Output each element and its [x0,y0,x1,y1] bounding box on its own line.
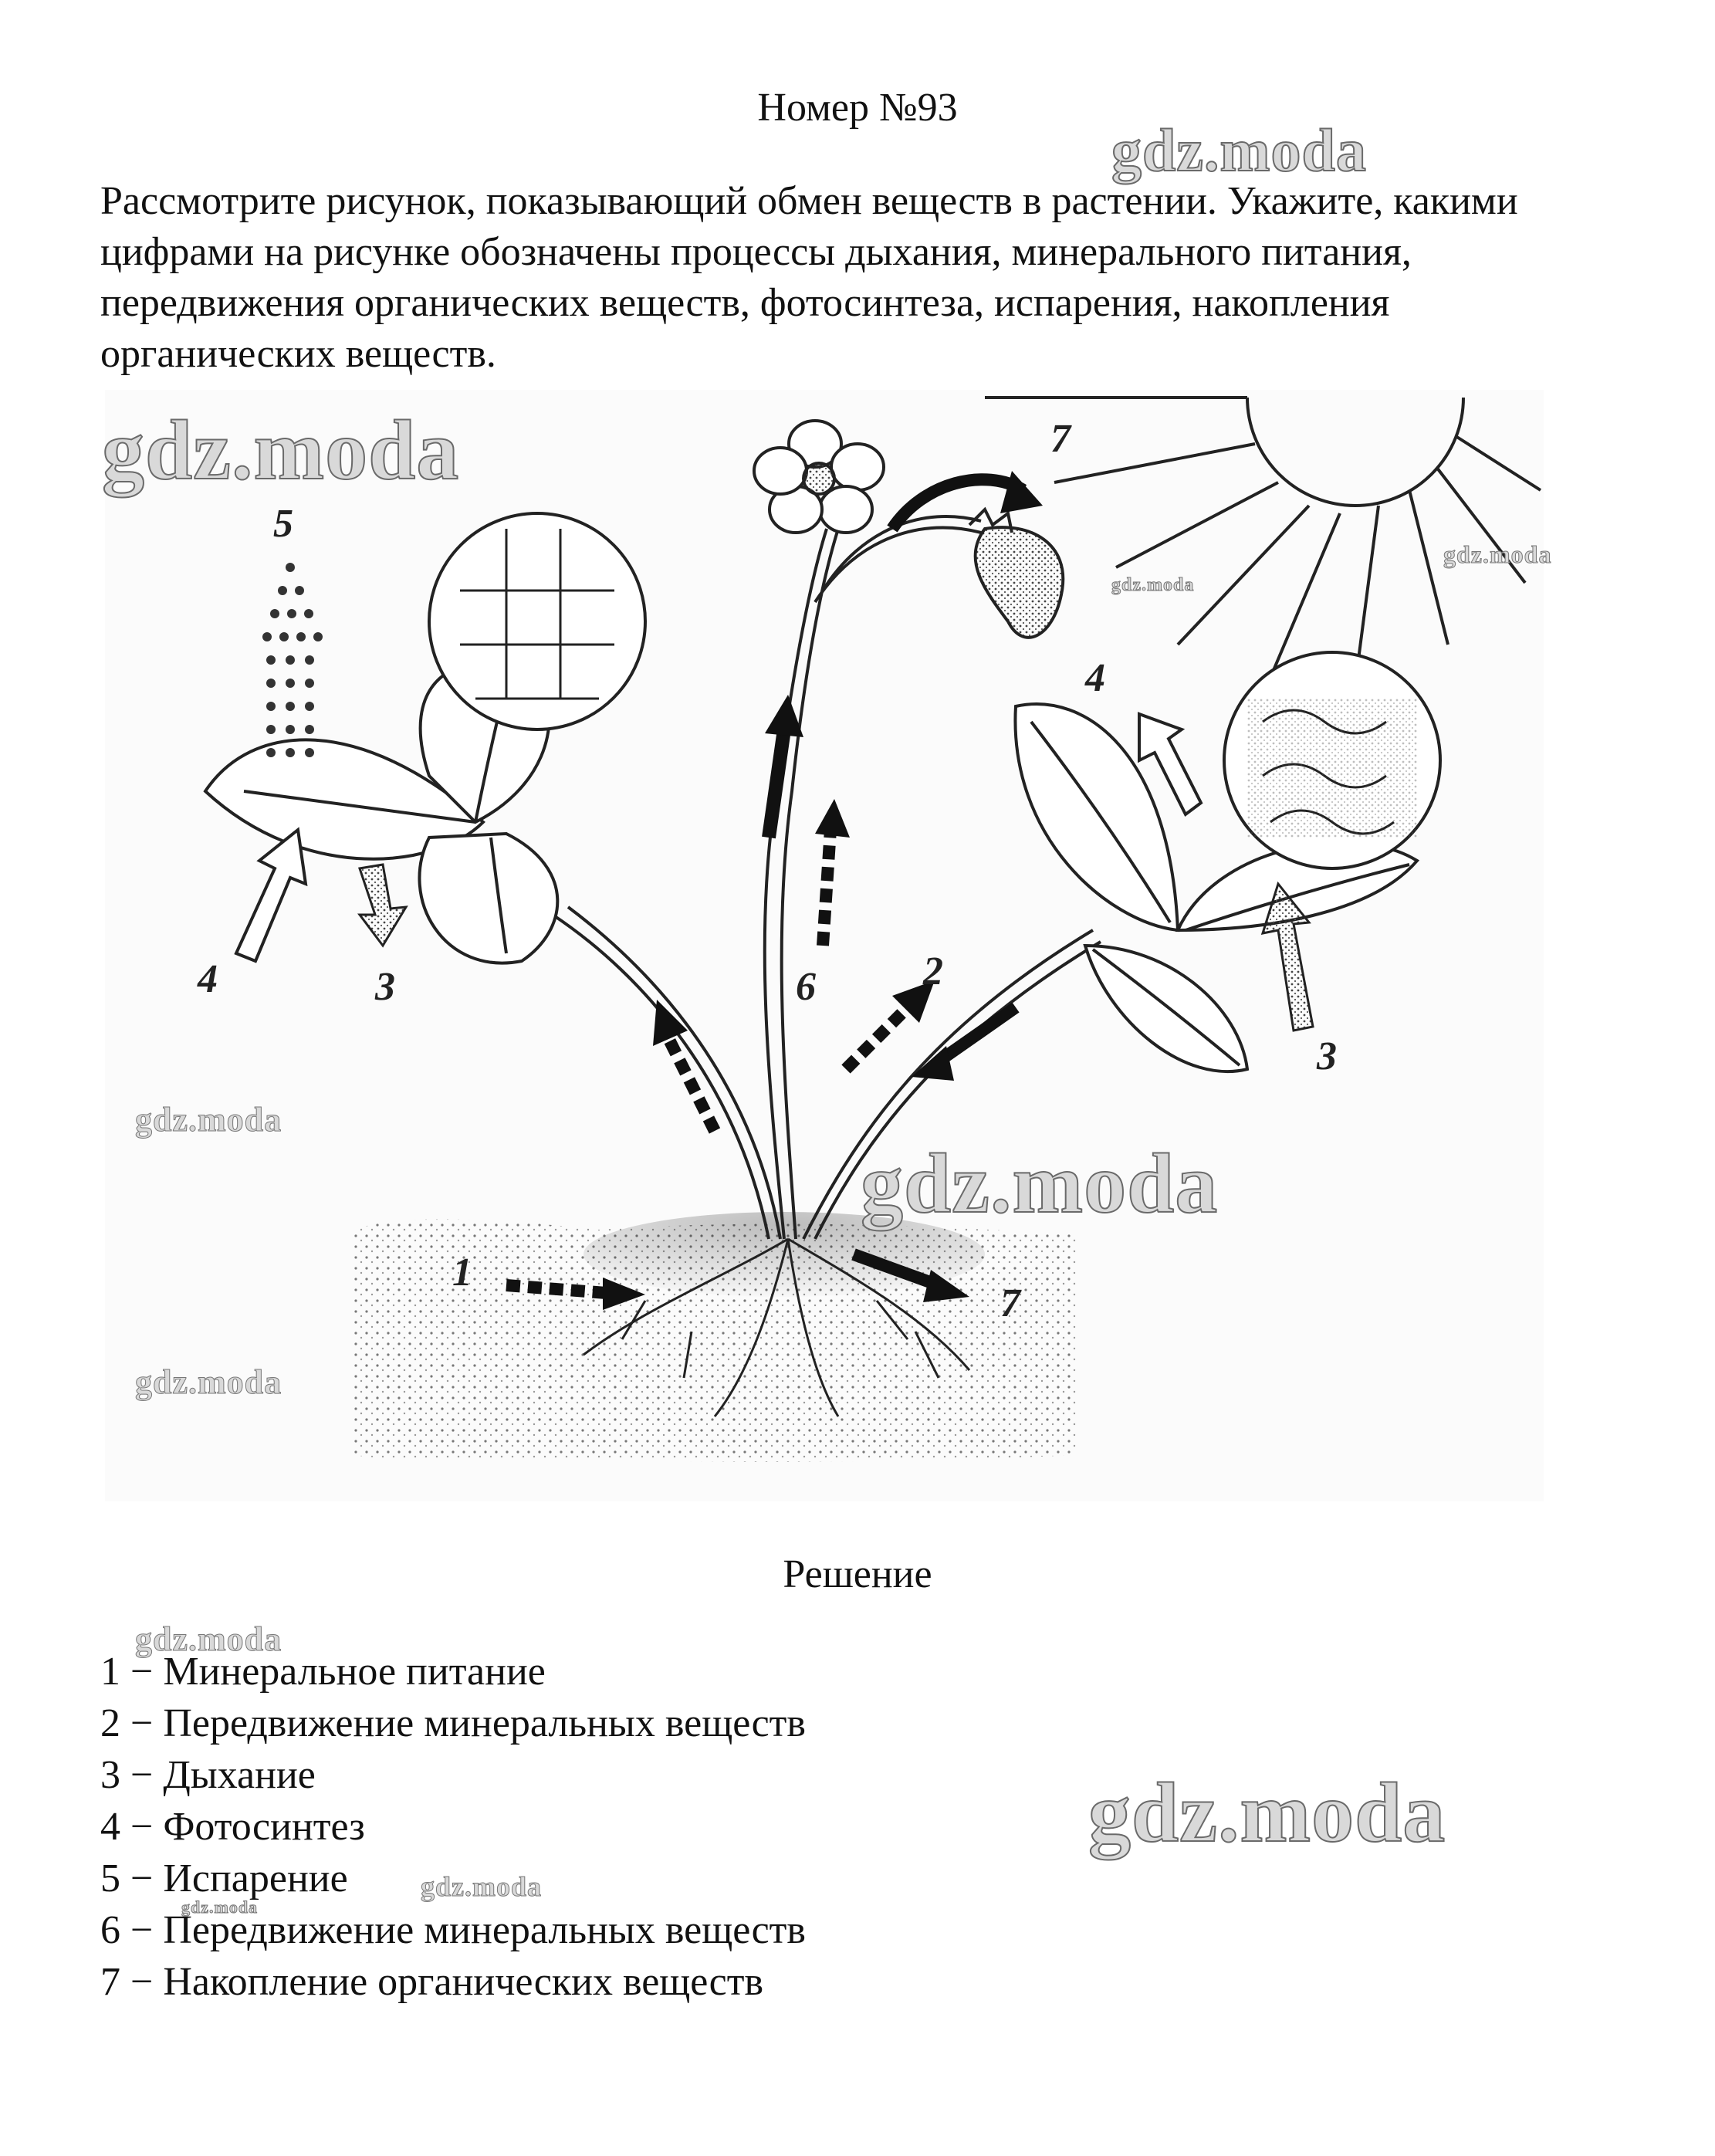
label-2: 2 [922,949,943,993]
answer-item: 6 − Передвижение минеральных веществ [100,1908,806,1952]
watermark: gdz.moda [1111,116,1367,184]
watermark: gdz.moda [101,402,460,498]
right-leaves [1013,702,1420,1074]
stems [551,515,1102,1240]
label-1: 1 [452,1251,472,1295]
label-7-top: 7 [1050,417,1072,461]
evaporation-dots [262,563,323,757]
cell-magnifier-right [1223,651,1442,870]
label-7-bottom: 7 [1000,1281,1022,1325]
watermark: gdz.moda [181,1897,259,1917]
watermark: gdz.moda [134,1363,282,1402]
answer-list: 1 − Минеральное питание 2 − Передвижение… [100,1646,1104,2008]
arrows [234,471,1314,1310]
watermark: gdz.moda [420,1871,543,1903]
watermark: gdz.moda [134,1101,282,1139]
left-leaves [203,659,560,965]
arrow-photosynthesis-left [234,827,308,963]
flower [753,419,885,534]
plant-illustration: 5 4 3 7 4 2 6 3 1 7 [197,396,1542,1462]
arrow-photosynthesis-right [1138,712,1203,817]
arrow-respiration-right [1260,881,1314,1032]
answer-item: 5 − Испарение [100,1856,348,1900]
label-6: 6 [796,965,816,1009]
sun [985,396,1542,715]
cell-magnifier-left [428,512,647,731]
watermark: gdz.moda [860,1136,1219,1231]
watermark: gdz.moda [134,1620,282,1659]
task-text: Рассмотрите рисунок, показывающий обмен … [100,179,1518,376]
plant-metabolism-figure: 5 4 3 7 4 2 6 3 1 7 [105,390,1544,1501]
watermark: gdz.moda [1088,1765,1446,1860]
label-4-right: 4 [1084,656,1105,700]
label-3-left: 3 [374,965,395,1009]
answer-item: 3 − Дыхание [100,1753,316,1797]
label-3-right: 3 [1316,1034,1337,1078]
roots [583,1237,971,1417]
arrow-respiration-left [357,863,408,948]
watermark: gdz.moda [1443,540,1552,569]
answer-item: 1 − Минеральное питание [100,1650,546,1694]
strawberry [968,506,1065,639]
solution-title: Решение [783,1552,932,1596]
label-5: 5 [273,502,293,546]
page-title: Номер №93 [757,86,958,130]
label-4-left: 4 [197,957,218,1001]
arrow-accumulation-top [887,473,1027,533]
answer-item: 7 − Накопление органических веществ [100,1960,764,2004]
answer-item: 2 − Передвижение минеральных веществ [100,1701,806,1745]
answer-item: 4 − Фотосинтез [100,1805,365,1849]
watermark: gdz.moda [1111,575,1195,596]
soil [352,1212,1077,1462]
